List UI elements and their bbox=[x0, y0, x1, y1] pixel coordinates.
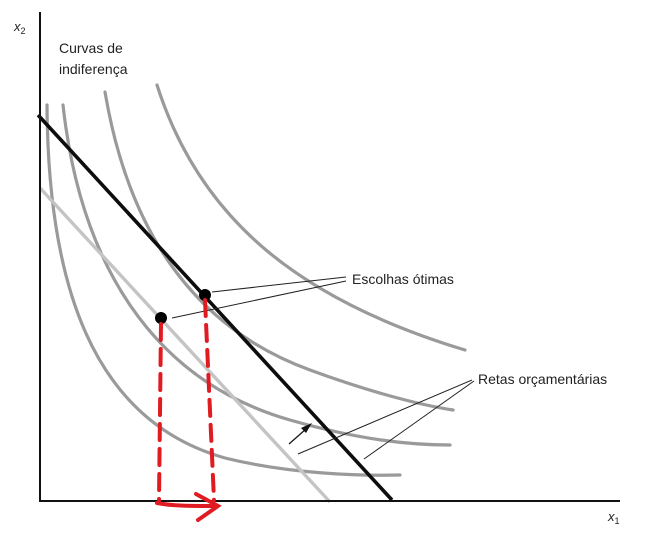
indifference-curves bbox=[45, 83, 467, 477]
budget-lines-label: Retas orçamentárias bbox=[478, 371, 607, 387]
budget-line-new bbox=[36, 113, 394, 502]
indifference-curve-1 bbox=[45, 103, 402, 477]
curves-label-line1: Curvas de bbox=[59, 40, 123, 56]
leader-budget-old bbox=[297, 379, 473, 455]
red-arrow-head bbox=[194, 492, 222, 522]
leader-budget-new bbox=[363, 380, 475, 460]
leader-optimal-bottom bbox=[171, 280, 347, 319]
red-arrow-shaft bbox=[155, 501, 218, 508]
indifference-curve-4 bbox=[155, 83, 467, 352]
red-annotation bbox=[155, 298, 222, 522]
optimal-point-old bbox=[155, 312, 167, 324]
annotation-leaders bbox=[171, 276, 475, 460]
optimal-choices-label: Escolhas ótimas bbox=[352, 271, 454, 287]
red-dashed-drop-right bbox=[203, 298, 216, 502]
x-axis-label: x1 bbox=[607, 509, 620, 526]
optimal-point-new bbox=[199, 289, 211, 301]
budget-line-old bbox=[38, 186, 332, 504]
curves-label-line2: indiferença bbox=[59, 61, 128, 77]
leader-optimal-top bbox=[211, 276, 347, 293]
indifference-curve-3 bbox=[103, 90, 455, 412]
shift-arrow bbox=[288, 423, 312, 445]
y-axis-label: x2 bbox=[13, 19, 26, 36]
red-dashed-drop-left bbox=[157, 322, 163, 502]
